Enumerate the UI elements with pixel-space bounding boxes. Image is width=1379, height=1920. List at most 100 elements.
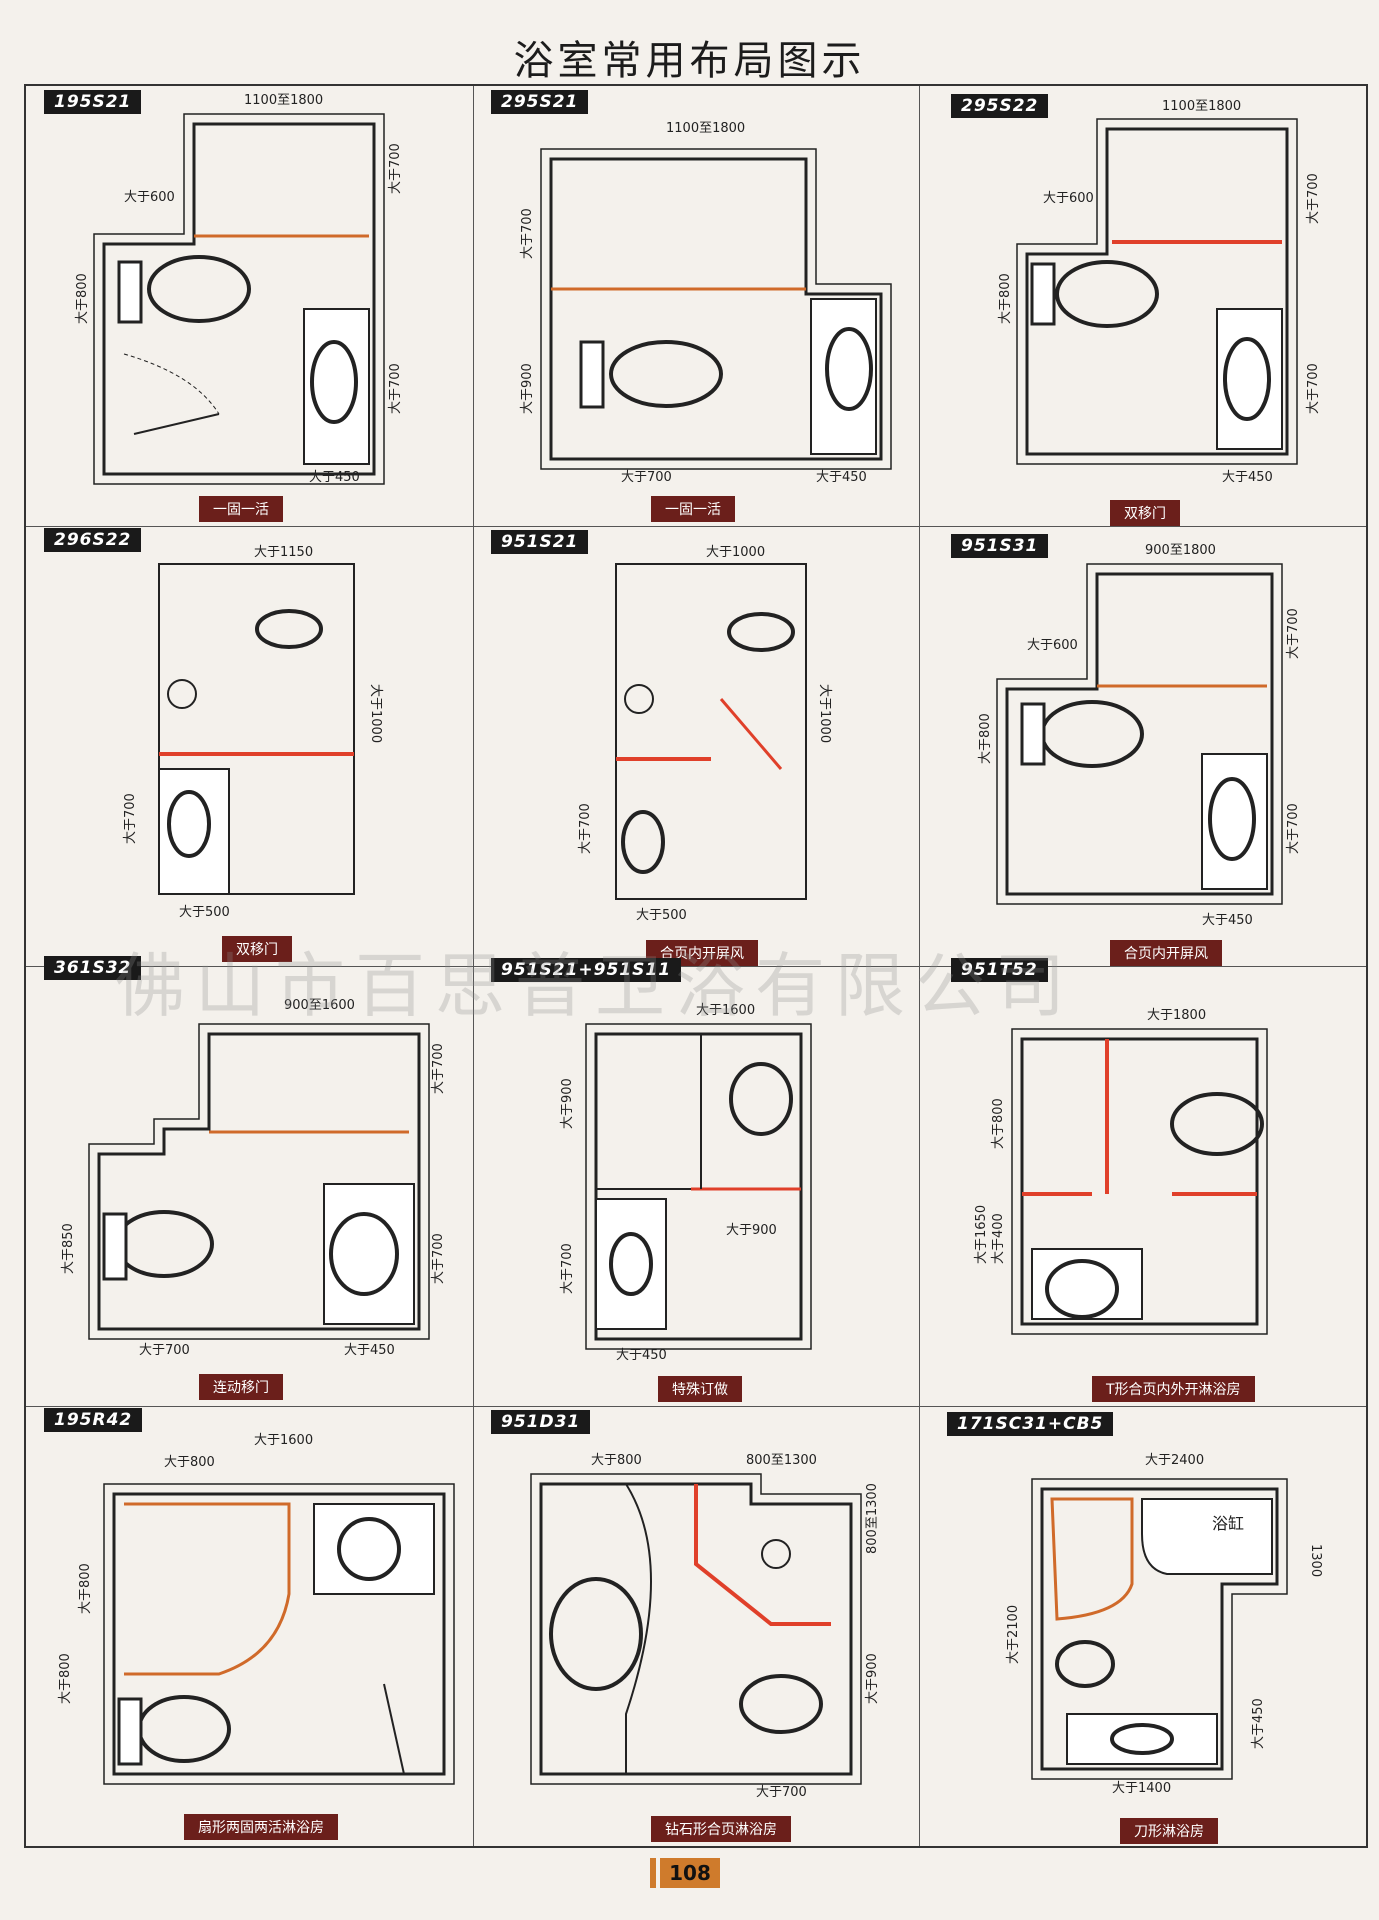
model-code: 195S21 [44, 90, 142, 114]
page-number: 108 [650, 1858, 720, 1888]
dimension-label: 大于2400 [1145, 1453, 1204, 1468]
dimension-label: 大于600 [124, 190, 175, 205]
layout-caption: 合页内开屏风 [646, 940, 758, 966]
dimension-label: 大于700 [1286, 608, 1301, 659]
dimension-label: 大于700 [560, 1243, 575, 1294]
layout-caption: 一固一活 [199, 496, 283, 522]
layout-caption: 双移门 [1110, 500, 1180, 526]
layout-caption: 钻石形合页淋浴房 [651, 1816, 791, 1842]
model-code: 951S21 [491, 530, 589, 554]
model-code: 951S21+951S11 [491, 958, 682, 982]
dimension-label: 大于450 [344, 1343, 395, 1358]
model-code: 361S32 [44, 956, 142, 980]
dimension-label: 大于450 [1251, 1698, 1266, 1749]
dimension-label: 大于700 [388, 143, 403, 194]
dimension-label: 大于1400 [1112, 1781, 1171, 1796]
dimension-label: 900至1800 [1145, 543, 1216, 558]
layout-grid [24, 84, 1368, 1848]
layout-cell-195r42: 195R42 大于1600 大于800 大于800 大于800 扇形两固两活淋浴… [24, 1404, 471, 1844]
dimension-label: 大于700 [123, 793, 138, 844]
dimension-label: 大于700 [756, 1785, 807, 1800]
model-code: 295S21 [491, 90, 589, 114]
dimension-label: 大于700 [1306, 363, 1321, 414]
dimension-label: 大于800 [998, 273, 1013, 324]
layout-caption: 一固一活 [651, 496, 735, 522]
model-code: 951T52 [951, 958, 1048, 982]
dimension-label: 大于1150 [254, 545, 313, 560]
layout-cell-361s32: 361S32 900至1600 大于700 大于850 大于700 大于700 … [24, 956, 471, 1404]
dimension-label: 大于450 [1222, 470, 1273, 485]
dimension-label: 大于450 [616, 1348, 667, 1363]
dimension-label: 大于1000 [368, 684, 383, 743]
dimension-label: 800至1300 [865, 1483, 880, 1554]
dimension-label: 大于700 [520, 208, 535, 259]
dimension-label: 大于700 [578, 803, 593, 854]
dimension-label: 大于500 [179, 905, 230, 920]
model-code: 951S31 [951, 534, 1049, 558]
dimension-label: 大于700 [1306, 173, 1321, 224]
dimension-label: 大于450 [309, 470, 360, 485]
layout-caption: T形合页内外开淋浴房 [1092, 1376, 1255, 1402]
dimension-label: 大于1000 [817, 684, 832, 743]
layout-caption: 扇形两固两活淋浴房 [184, 1814, 338, 1840]
layout-caption: 双移门 [222, 936, 292, 962]
dimension-label: 大于1600 [254, 1433, 313, 1448]
bathtub-label: 浴缸 [1212, 1514, 1244, 1533]
dimension-label: 大于1800 [1147, 1008, 1206, 1023]
dimension-label: 大于1650 [974, 1205, 989, 1264]
dimension-label: 大于600 [1043, 191, 1094, 206]
layout-cell-171sc31-cb5: 171SC31+CB5 浴缸 大于2400 1300 大于2100 大于450 … [917, 1404, 1364, 1844]
dimension-label: 大于900 [865, 1653, 880, 1704]
dimension-label: 大于1000 [706, 545, 765, 560]
dimension-label: 大于2100 [1006, 1605, 1021, 1664]
dimension-label: 大于700 [431, 1043, 446, 1094]
layout-cell-951s21: 951S21 大于1000 大于1000 大于700 大于500 合页内开屏风 [471, 524, 917, 966]
dimension-label: 800至1300 [746, 1453, 817, 1468]
layout-cell-951d31: 951D31 大于800 800至1300 800至1300 大于900 大于7… [471, 1404, 917, 1844]
dimension-label: 1100至1800 [1162, 99, 1241, 114]
dimension-label: 大于450 [816, 470, 867, 485]
layout-cell-951s31: 951S31 900至1800 大于600 大于700 大于800 大于700 … [917, 524, 1364, 966]
model-code: 951D31 [491, 1410, 591, 1434]
dimension-label: 大于450 [1202, 913, 1253, 928]
layout-caption: 连动移门 [199, 1374, 283, 1400]
layout-cell-951t52: 951T52 大于1800 大于800 大于1650 大于400 T形合页内外开… [917, 958, 1364, 1404]
dimension-label: 1300 [1308, 1544, 1323, 1577]
dimension-label: 大于600 [1027, 638, 1078, 653]
layout-cell-295s22: 295S22 1100至1800 大于600 大于700 大于800 大于700… [917, 84, 1364, 526]
model-code: 195R42 [44, 1408, 143, 1432]
dimension-label: 大于700 [388, 363, 403, 414]
model-code: 295S22 [951, 94, 1049, 118]
dimension-label: 大于800 [991, 1098, 1006, 1149]
layout-cell-195s21: 195S21 1100至1800 大于600 大于700 大于800 大于700… [24, 84, 471, 524]
dim-label: 1100至1800 [244, 93, 323, 108]
dimension-label: 大于800 [978, 713, 993, 764]
dimension-label: 900至1600 [284, 998, 355, 1013]
dimension-label: 大于700 [431, 1233, 446, 1284]
dimension-label: 1100至1800 [666, 121, 745, 136]
dimension-label: 大于700 [139, 1343, 190, 1358]
dimension-label: 大于700 [1286, 803, 1301, 854]
dimension-label: 大于400 [991, 1213, 1006, 1264]
dimension-label: 大于700 [621, 470, 672, 485]
model-code: 296S22 [44, 528, 142, 552]
dimension-label: 大于900 [560, 1078, 575, 1129]
layout-cell-951s21-951s11: 951S21+951S11 大于1600 大于900 大于900 大于700 大… [471, 958, 917, 1404]
dimension-label: 大于800 [591, 1453, 642, 1468]
dimension-label: 大于850 [61, 1223, 76, 1274]
layout-cell-296s22: 296S22 大于1150 大于1000 大于700 大于500 双移门 [24, 524, 471, 964]
dimension-label: 大于900 [520, 363, 535, 414]
dimension-label: 大于800 [78, 1563, 93, 1614]
dimension-label: 大于800 [164, 1455, 215, 1470]
layout-caption: 特殊订做 [658, 1376, 742, 1402]
layout-cell-295s21: 295S21 1100至1800 大于700 大于900 大于700 大于450… [471, 84, 917, 524]
dimension-label: 大于800 [58, 1653, 73, 1704]
page-title: 浴室常用布局图示 [513, 38, 866, 84]
model-code: 171SC31+CB5 [947, 1412, 1114, 1436]
layout-caption: 刀形淋浴房 [1120, 1818, 1218, 1844]
dimension-label: 大于800 [75, 273, 90, 324]
dimension-label: 大于1600 [696, 1003, 755, 1018]
watermark: 佛山市百思普卫浴有限公司 [115, 945, 1075, 1027]
dimension-label: 大于500 [636, 908, 687, 923]
dimension-label: 大于900 [726, 1223, 777, 1238]
